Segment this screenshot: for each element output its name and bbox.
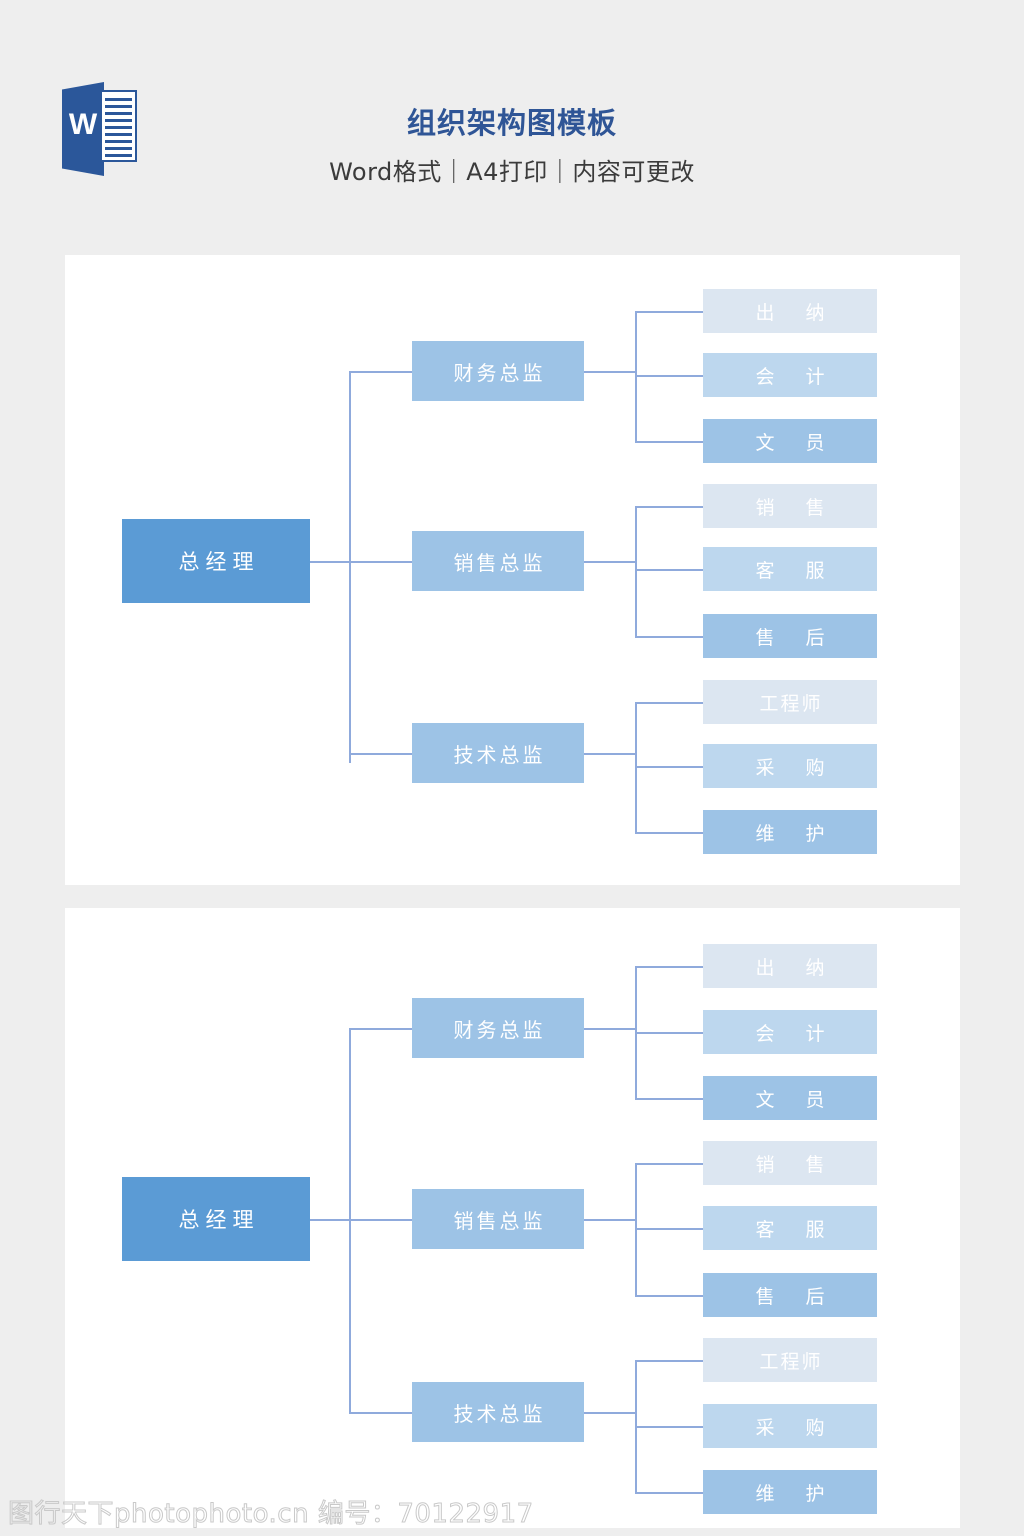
- node-procurement[interactable]: 采 购: [703, 744, 877, 788]
- node-cashier[interactable]: 出 纳: [703, 289, 877, 333]
- page-subtitle: Word格式｜A4打印｜内容可更改: [329, 158, 695, 186]
- connector-finance-child-3: [635, 441, 703, 443]
- org-chart-diagram-2: 总经理 财务总监 销售总监 技术总监 出 纳 会 计 文 员 销 售 客 服 售…: [65, 908, 960, 1528]
- connector-spine-to-finance: [349, 371, 412, 373]
- connector-sales-child-2: [635, 1228, 703, 1230]
- page-title: 组织架构图模板: [406, 106, 617, 140]
- node-accountant[interactable]: 会 计: [703, 353, 877, 397]
- connector-finance-child-2: [635, 375, 703, 377]
- node-accountant[interactable]: 会 计: [703, 1010, 877, 1054]
- connector-spine-to-tech: [349, 753, 412, 755]
- node-engineer[interactable]: 工程师: [703, 680, 877, 724]
- node-sales-director[interactable]: 销售总监: [412, 1189, 584, 1249]
- node-cashier[interactable]: 出 纳: [703, 944, 877, 988]
- word-icon-flap: [62, 82, 104, 176]
- connector-tech-child-2: [635, 1426, 703, 1428]
- connector-sales-subspine: [635, 506, 637, 637]
- node-finance-director[interactable]: 财务总监: [412, 998, 584, 1058]
- node-tech-director[interactable]: 技术总监: [412, 1382, 584, 1442]
- org-chart-panel-2: 总经理 财务总监 销售总监 技术总监 出 纳 会 计 文 员 销 售 客 服 售…: [65, 908, 960, 1528]
- connector-sales-subspine: [635, 1163, 637, 1297]
- word-icon-page: [100, 90, 137, 162]
- connector-tech-to-subspine: [584, 1412, 637, 1414]
- connector-tech-child-1: [635, 1360, 703, 1362]
- connector-tech-child-2: [635, 766, 703, 768]
- node-customer-service[interactable]: 客 服: [703, 547, 877, 591]
- node-general-manager[interactable]: 总经理: [122, 1177, 310, 1261]
- connector-sales-child-1: [635, 1163, 703, 1165]
- node-after-sales[interactable]: 售 后: [703, 614, 877, 658]
- connector-finance-to-subspine: [584, 1028, 637, 1030]
- connector-spine-to-sales: [349, 1219, 412, 1221]
- connector-finance-child-3: [635, 1098, 703, 1100]
- word-document-icon: W: [62, 82, 174, 176]
- connector-sales-child-1: [635, 506, 703, 508]
- node-customer-service[interactable]: 客 服: [703, 1206, 877, 1250]
- connector-tech-to-subspine: [584, 753, 637, 755]
- node-engineer[interactable]: 工程师: [703, 1338, 877, 1382]
- word-icon-letter: W: [68, 108, 98, 141]
- connector-tech-child-1: [635, 702, 703, 704]
- connector-root-to-spine: [310, 1219, 350, 1221]
- connector-sales-to-subspine: [584, 1219, 637, 1221]
- node-finance-director[interactable]: 财务总监: [412, 341, 584, 401]
- node-sales-staff[interactable]: 销 售: [703, 1141, 877, 1185]
- node-general-manager[interactable]: 总经理: [122, 519, 310, 603]
- node-tech-director[interactable]: 技术总监: [412, 723, 584, 783]
- connector-finance-child-1: [635, 966, 703, 968]
- node-sales-staff[interactable]: 销 售: [703, 484, 877, 528]
- connector-spine-to-tech: [349, 1412, 412, 1414]
- connector-tech-child-3: [635, 832, 703, 834]
- org-chart-panel-1: 总经理 财务总监 销售总监 技术总监 出 纳 会 计 文 员 销 售 客 服 售…: [65, 255, 960, 885]
- node-maintenance[interactable]: 维 护: [703, 1470, 877, 1514]
- connector-finance-to-subspine: [584, 371, 637, 373]
- node-clerk[interactable]: 文 员: [703, 419, 877, 463]
- connector-sales-child-3: [635, 636, 703, 638]
- node-clerk[interactable]: 文 员: [703, 1076, 877, 1120]
- node-sales-director[interactable]: 销售总监: [412, 531, 584, 591]
- node-after-sales[interactable]: 售 后: [703, 1273, 877, 1317]
- connector-spine-vertical: [349, 371, 351, 763]
- page-header: W 组织架构图模板 Word格式｜A4打印｜内容可更改: [0, 0, 1024, 255]
- connector-sales-to-subspine: [584, 561, 637, 563]
- node-procurement[interactable]: 采 购: [703, 1404, 877, 1448]
- connector-finance-child-1: [635, 311, 703, 313]
- connector-root-to-spine: [310, 561, 350, 563]
- connector-spine-to-finance: [349, 1028, 412, 1030]
- node-maintenance[interactable]: 维 护: [703, 810, 877, 854]
- connector-sales-child-3: [635, 1295, 703, 1297]
- connector-finance-child-2: [635, 1032, 703, 1034]
- connector-tech-child-3: [635, 1492, 703, 1494]
- connector-spine-to-sales: [349, 561, 412, 563]
- connector-sales-child-2: [635, 569, 703, 571]
- watermark-text: 图行天下photophoto.cn 编号：70122917: [8, 1499, 534, 1530]
- org-chart-diagram-1: 总经理 财务总监 销售总监 技术总监 出 纳 会 计 文 员 销 售 客 服 售…: [65, 255, 960, 885]
